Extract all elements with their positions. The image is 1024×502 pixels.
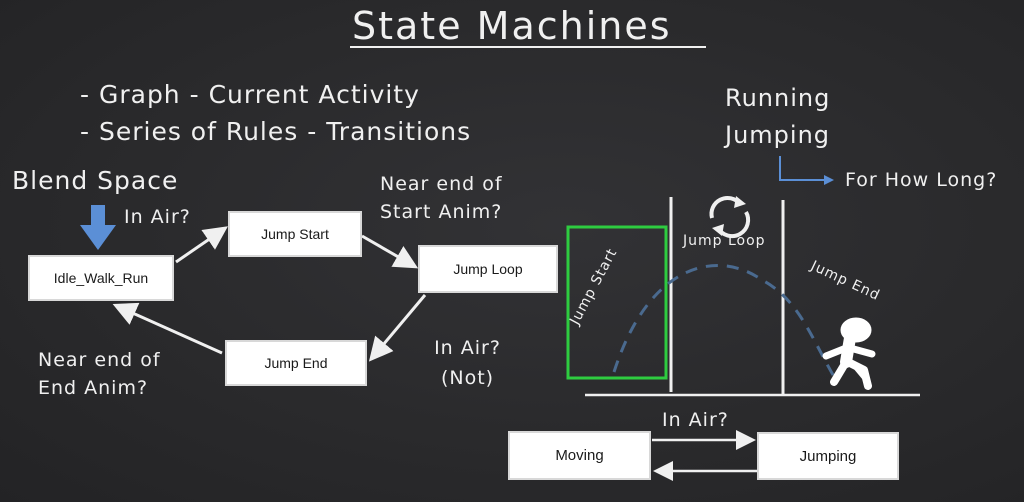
state-jump-end: Jump End	[225, 340, 367, 386]
transition-jumpend-to-idle	[112, 302, 223, 355]
label-in-air-not-line1: In Air?	[434, 337, 501, 359]
for-how-long-arrow	[779, 156, 826, 181]
state-jumping: Jumping	[757, 432, 899, 480]
state-moving: Moving	[508, 431, 651, 480]
bullet-graph: - Graph - Current Activity	[80, 80, 420, 109]
label-in-air-not: In Air? (Not)	[420, 333, 515, 393]
page-title: State Machines	[352, 4, 672, 48]
title-underline	[350, 46, 706, 48]
transition-jumpstart-to-jumploop	[361, 234, 419, 269]
jump-arc	[612, 263, 838, 381]
transition-idle-to-jumpstart	[175, 226, 228, 264]
label-near-end-start: Near end of Start Anim?	[380, 173, 503, 223]
state-jump-start: Jump Start	[228, 211, 362, 257]
label-blend-space: Blend Space	[12, 166, 179, 195]
label-in-air-not-line2: (Not)	[440, 367, 495, 389]
jumping-figure-icon	[822, 317, 876, 390]
label-in-air: In Air?	[124, 206, 191, 228]
label-in-air-bottom: In Air?	[662, 409, 729, 431]
note-running: Running	[725, 84, 831, 112]
refresh-loop-icon	[709, 196, 751, 239]
blue-down-arrow-icon	[80, 205, 116, 250]
note-for-how-long: For How Long?	[845, 169, 998, 191]
jump-start-highlight-box	[566, 225, 668, 380]
timeline-jump-loop-label: Jump Loop	[683, 233, 766, 249]
note-jumping: Jumping	[725, 121, 831, 149]
state-idle-walk-run: Idle_Walk_Run	[28, 255, 174, 301]
transition-jumploop-to-jumpend	[368, 294, 427, 362]
bullet-rules: - Series of Rules - Transitions	[80, 117, 472, 146]
state-jump-loop: Jump Loop	[418, 245, 558, 293]
label-near-end-end: Near end of End Anim?	[38, 349, 161, 399]
